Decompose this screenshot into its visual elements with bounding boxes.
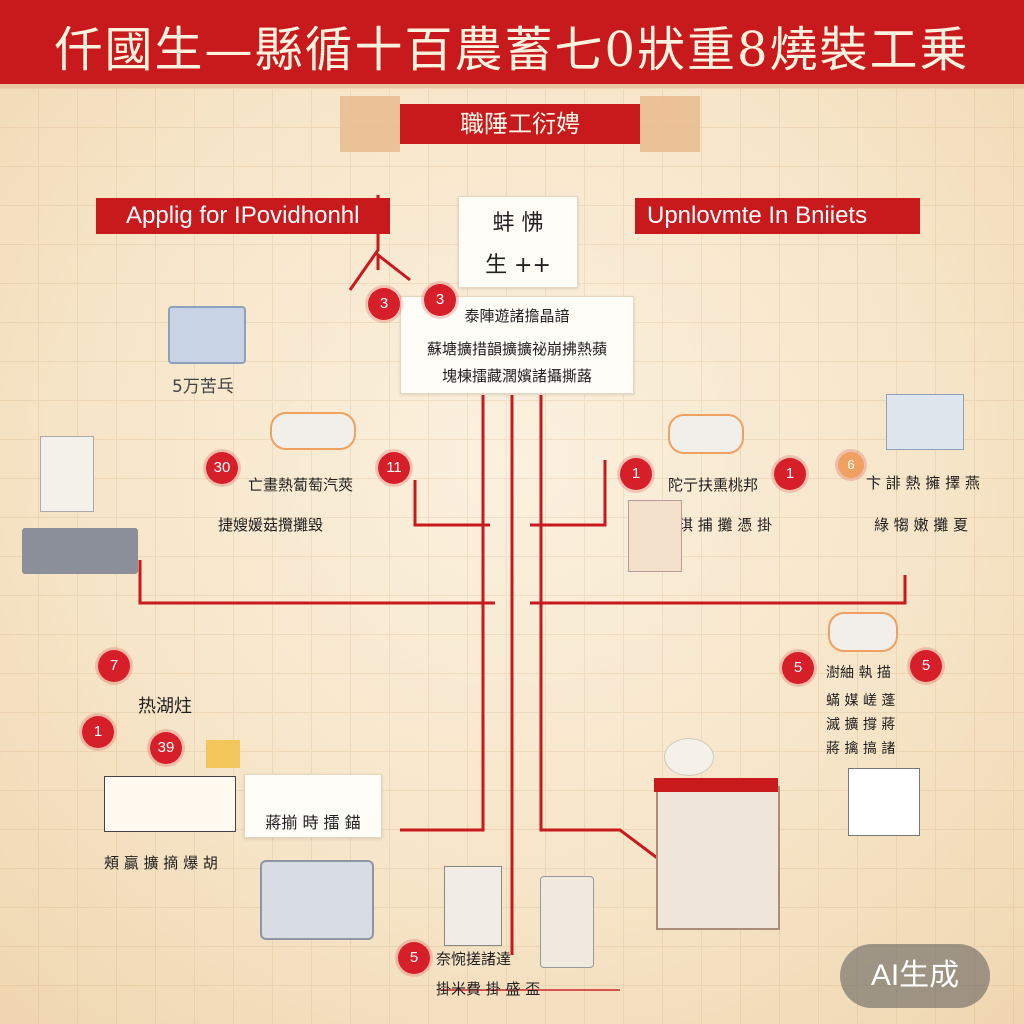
scroll-right-end [640, 96, 700, 152]
id-card-icon [270, 412, 356, 450]
step-badge: 5 [398, 942, 430, 974]
bottom-line2: 掛米費 掛 盛 盃 [436, 980, 541, 998]
ai-generated-badge: AI生成 [840, 944, 990, 1008]
header-bar: 仟國生—縣循十百農蓄七0狀重8燒裝工乗 [0, 0, 1024, 88]
step-badge: 1 [82, 716, 114, 748]
lower-left-card: 蔣揃 時 擂 錨 [244, 774, 382, 838]
page-title: 仟國生—縣循十百農蓄七0狀重8燒裝工乗 [54, 22, 970, 78]
id-card-icon [668, 414, 744, 454]
lower-right-line4: 蔣 擒 搞 諸 [826, 741, 896, 757]
id-card-icon [828, 612, 898, 652]
hub-card-line3: 塊棟擂藏濶嬪諸攝撕蕗 [441, 367, 592, 385]
scroll-left-end [340, 96, 400, 152]
center-card-line1: 蚌 怫 [492, 211, 544, 236]
left-line2: 捷嫂媛菇攬攤毀 [218, 516, 324, 534]
bottle-icon [540, 876, 594, 968]
right-banner: Upnlovmte In Bniiets [635, 198, 920, 234]
step-badge: 3 [424, 284, 456, 316]
step-badge: 1 [774, 458, 806, 490]
bank-building-icon [654, 778, 780, 930]
table-icon [848, 768, 920, 836]
center-card: 蚌 怫 生 ++ [458, 196, 578, 288]
mid-right-line2: 琪 捕 攤 憑 掛 [678, 516, 773, 534]
chart-icon [104, 776, 236, 832]
bank-roof [654, 778, 778, 792]
left-line1: 亡畫熱蔔萄汽莢 [248, 476, 354, 494]
kiosk-icon [444, 866, 502, 946]
step-badge: 5 [910, 650, 942, 682]
center-card-line2: 生 ++ [485, 253, 551, 278]
hub-card-line2: 蘇塘擴措韻擴擴祕崩拂熱蘋 [426, 340, 607, 358]
far-right-line2: 綠 犓 嫩 攤 夏 [874, 516, 969, 534]
step-badge: 3 [368, 288, 400, 320]
building-icon [22, 528, 138, 574]
coin-icon [206, 740, 240, 768]
far-right-line1: 卞 誹 熱 擁 擇 燕 [866, 474, 980, 492]
top-left-icon-label: 5万苦乓 [172, 377, 234, 397]
section-scroll: 職陲工衍娉 [340, 96, 700, 154]
step-badge: 1 [620, 458, 652, 490]
printer-icon [628, 500, 682, 572]
lower-right-line1: 澍紬 執 描 [826, 665, 891, 681]
mid-right-line1: 陀亍扶熏桃邦 [668, 476, 759, 494]
form-icon [40, 436, 94, 512]
globe-icon [664, 738, 714, 776]
hub-card: 泰陣遊諸擔晶諳 蘇塘擴措韻擴擴祕崩拂熱蘋 塊棟擂藏濶嬪諸攝撕蕗 [400, 296, 634, 394]
lower-left-card-text: 蔣揃 時 擂 錨 [265, 813, 361, 832]
document-icon [168, 306, 246, 364]
bottom-line1: 奈惋搓諸達 [436, 950, 512, 968]
lower-left-title: 热湖炷 [138, 696, 192, 717]
step-badge: 30 [206, 452, 238, 484]
step-badge: 39 [150, 732, 182, 764]
step-badge: 5 [782, 652, 814, 684]
lower-left-caption: 頰 贏 擴 摘 爆 胡 [104, 854, 218, 872]
left-banner: Applig for IPovidhonhl [96, 198, 390, 234]
step-badge: 11 [378, 452, 410, 484]
step-badge: 7 [98, 650, 130, 682]
lower-right-line3: 滅 擴 撐 蔣 [826, 717, 896, 733]
lower-right-line2: 蟎 媒 嵯 蓬 [826, 693, 896, 709]
step-badge: 6 [838, 452, 864, 478]
cash-register-icon [260, 860, 374, 940]
scroll-label: 職陲工衍娉 [400, 104, 640, 144]
computer-icon [886, 394, 964, 450]
hub-card-line1: 泰陣遊諸擔晶諳 [464, 307, 570, 325]
